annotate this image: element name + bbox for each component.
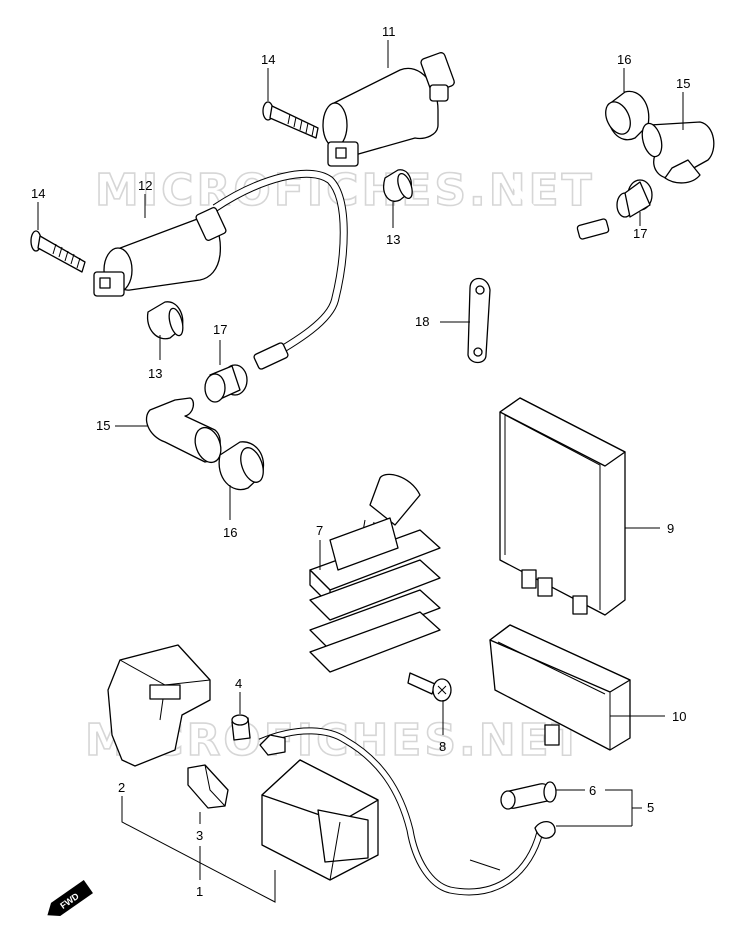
- cdi-case-10: [489, 624, 631, 751]
- callout-13-top: 13: [386, 232, 400, 247]
- grommet-17-top: [616, 179, 653, 218]
- callout-17-left: 17: [213, 322, 227, 337]
- ignition-coil-11: [322, 31, 610, 255]
- bolt-4: [231, 714, 251, 741]
- callout-7: 7: [316, 523, 323, 538]
- terminal-cap-6: [500, 781, 557, 810]
- callout-13-left: 13: [148, 366, 162, 381]
- callout-11: 11: [382, 24, 396, 39]
- fuse-box-1: [258, 727, 556, 896]
- leader-lines: [37, 40, 684, 903]
- callout-4: 4: [235, 676, 242, 691]
- callout-17-top: 17: [633, 226, 647, 241]
- fuse-3: [187, 764, 229, 809]
- screw-8: [407, 672, 452, 702]
- fwd-arrow-icon: FWD: [47, 879, 93, 917]
- regulator-rectifier-7: [309, 473, 441, 673]
- clamp-18: [467, 277, 491, 364]
- callout-16-top: 16: [617, 52, 631, 67]
- grommet-17-left: [204, 364, 248, 403]
- fuse-box-cover-2: [107, 644, 211, 767]
- callout-9: 9: [667, 521, 674, 536]
- callout-10: 10: [672, 709, 686, 724]
- callout-12: 12: [138, 178, 152, 193]
- callout-5: 5: [647, 800, 654, 815]
- callout-14-top: 14: [261, 52, 275, 67]
- callout-15-left: 15: [96, 418, 110, 433]
- boot-cover-16-top: [605, 90, 650, 141]
- callout-2: 2: [118, 780, 125, 795]
- bolt-14-left: [30, 230, 86, 273]
- sleeve-13-left: [146, 301, 184, 340]
- plug-cap-15-top: [641, 121, 715, 184]
- callout-6: 6: [589, 783, 596, 798]
- callout-1: 1: [196, 884, 203, 899]
- cdi-unit-9: [499, 397, 626, 616]
- callouts: 11 14 12 14 13 13 16 15 17 17 18 15 16 7…: [31, 24, 690, 899]
- callout-18: 18: [415, 314, 429, 329]
- sleeve-13-top: [383, 169, 413, 202]
- callout-16-left: 16: [223, 525, 237, 540]
- callout-14-left: 14: [31, 186, 45, 201]
- ignition-coil-12: [93, 169, 348, 370]
- callout-8: 8: [439, 739, 446, 754]
- plug-cap-15-left: [145, 397, 222, 464]
- boot-cover-16-left: [218, 441, 265, 491]
- bolt-14-top: [262, 101, 319, 139]
- callout-3: 3: [196, 828, 203, 843]
- callout-15-top: 15: [676, 76, 690, 91]
